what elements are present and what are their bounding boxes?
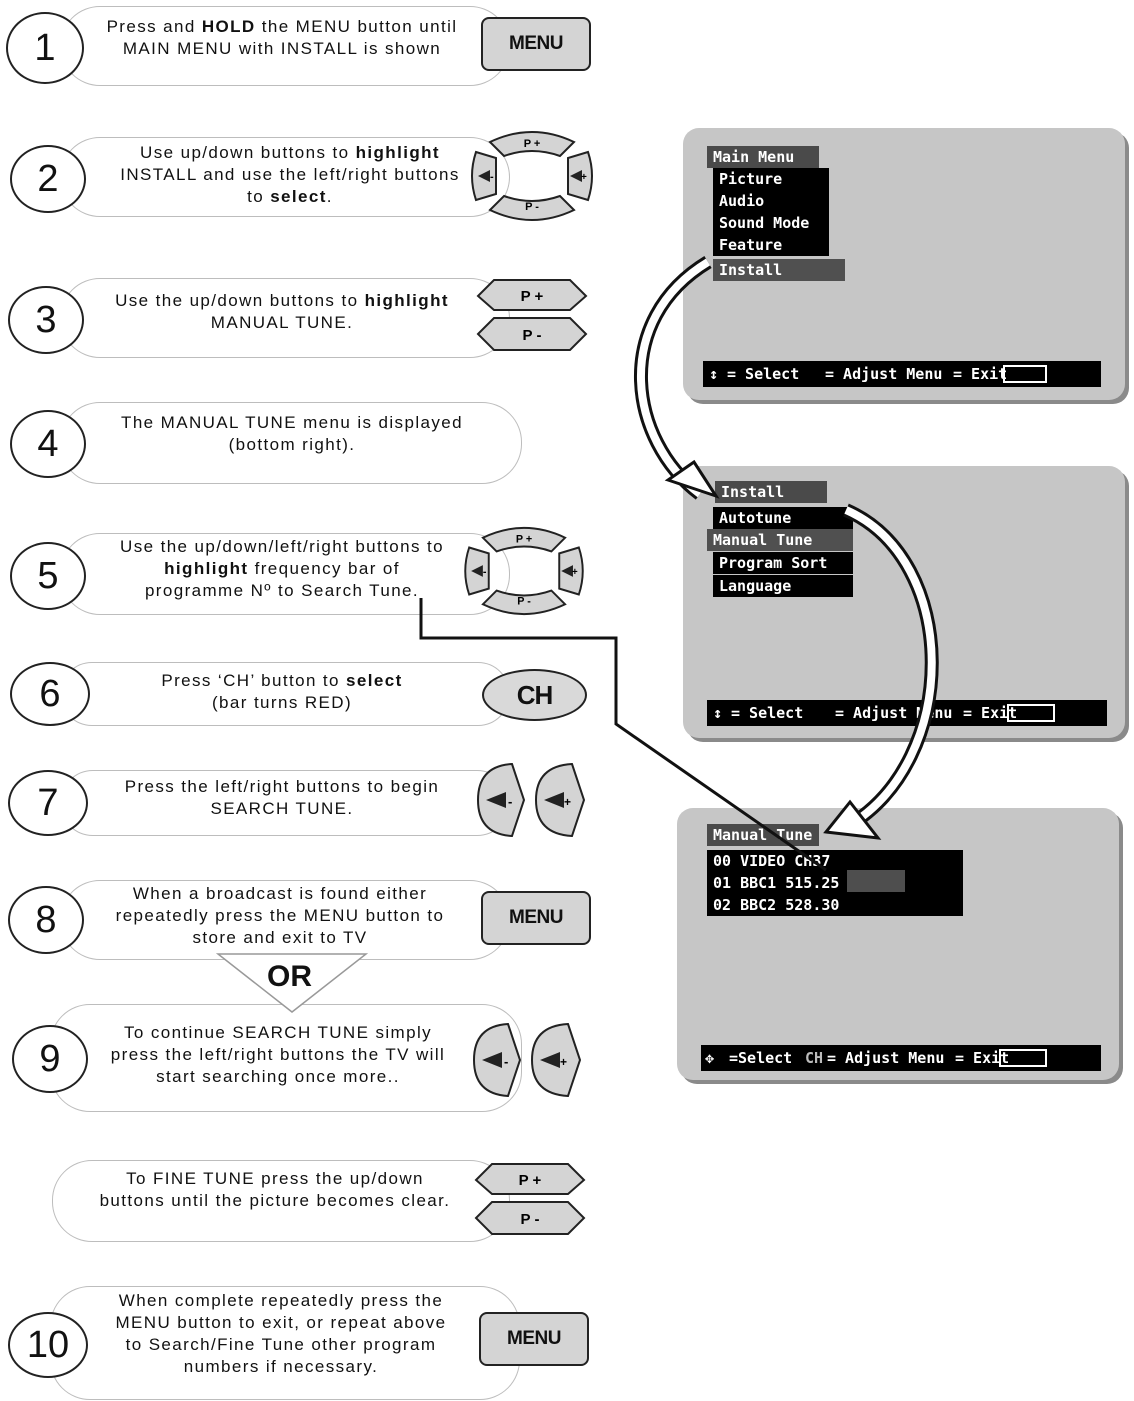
step-number: 6 — [10, 662, 90, 726]
program-up-down-buttons-icon[interactable]: P + P - — [474, 276, 590, 356]
adjust-hint: = Adjust Menu — [827, 1049, 945, 1067]
or-triangle-icon — [216, 953, 368, 1013]
exit-key-icon — [1003, 365, 1047, 383]
manual-tune-title: Manual Tune — [707, 824, 819, 846]
svg-text:-: - — [508, 794, 512, 809]
svg-text:P +: P + — [521, 288, 544, 305]
svg-text:+: + — [572, 567, 578, 578]
exit-hint: = Exit — [955, 1049, 1010, 1067]
menu-button[interactable]: MENU — [481, 891, 591, 945]
exit-hint: = Exit — [963, 704, 1018, 722]
step-fine-tune-panel — [52, 1160, 510, 1242]
exit-key-icon — [999, 1049, 1047, 1067]
four-way-arrow-icon: ✥ — [705, 1049, 715, 1067]
step-number: 7 — [8, 770, 88, 836]
manual-tune-row[interactable]: 02 BBC2 528.30 — [707, 894, 846, 916]
direction-pad-icon[interactable]: P + P - - + — [462, 524, 586, 618]
menu-button[interactable]: MENU — [481, 17, 591, 71]
step-4-panel — [60, 402, 522, 484]
left-right-buttons-icon[interactable]: - + — [470, 1020, 586, 1100]
step-2-panel — [60, 137, 510, 217]
install-menu-item-manual-tune[interactable]: Manual Tune — [707, 529, 853, 551]
or-label: OR — [267, 960, 312, 993]
step-number: 10 — [8, 1312, 88, 1378]
ch-button[interactable]: CH — [482, 669, 587, 721]
step-number: 3 — [8, 286, 84, 354]
step-instruction: The MANUAL TUNE menu is displayed(bottom… — [121, 413, 463, 454]
main-menu-item-audio[interactable]: Audio — [713, 190, 829, 212]
svg-text:P -: P - — [521, 1211, 540, 1228]
step-number: 1 — [6, 12, 84, 84]
p-plus-label: P + — [524, 138, 541, 150]
program-up-down-buttons-icon[interactable]: P + P - — [472, 1160, 588, 1240]
manual-tune-row[interactable]: 00 VIDEO CH37 — [707, 850, 837, 872]
ch-hint: CH — [805, 1049, 824, 1067]
direction-pad-icon[interactable]: P + P - - + — [470, 128, 594, 224]
select-hint: = Select — [731, 704, 804, 722]
left-right-buttons-icon[interactable]: - + — [474, 760, 590, 840]
step-number: 2 — [10, 145, 86, 213]
install-menu-item-autotune[interactable]: Autotune — [713, 507, 853, 529]
p-minus-label: P - — [525, 201, 539, 213]
svg-text:P +: P + — [519, 1172, 542, 1189]
svg-text:+: + — [560, 1055, 567, 1069]
step-10-panel — [50, 1286, 520, 1400]
main-menu-title: Main Menu — [707, 146, 819, 168]
manual-tune-screen: Manual Tune 00 VIDEO CH37 01 BBC1 515.25… — [677, 808, 1119, 1080]
up-down-arrow-icon: ↕ — [713, 704, 723, 722]
select-hint: = Select — [727, 365, 800, 383]
main-menu-screen: Main Menu Picture Audio Sound Mode Featu… — [683, 128, 1125, 400]
step-number: 8 — [8, 886, 84, 954]
main-menu-item-picture[interactable]: Picture — [713, 168, 829, 190]
install-menu-screen: Install Autotune Manual Tune Program Sor… — [683, 466, 1125, 738]
install-menu-item-program-sort[interactable]: Program Sort — [713, 552, 853, 574]
adjust-hint: = Adjust Menu — [835, 704, 953, 722]
step-instruction: Press ‘CH’ button to select(bar turns RE… — [161, 671, 403, 712]
main-menu-item-sound-mode[interactable]: Sound Mode — [713, 212, 829, 234]
install-menu-item-language[interactable]: Language — [713, 575, 853, 597]
step-number: 9 — [12, 1025, 88, 1093]
svg-text:P -: P - — [523, 327, 542, 344]
svg-text:-: - — [483, 566, 487, 578]
exit-key-icon — [1007, 704, 1055, 722]
up-down-arrow-icon: ↕ — [709, 365, 719, 383]
install-menu-status-bar: ↕ = Select = Adjust Menu = Exit — [707, 700, 1107, 726]
svg-text:-: - — [490, 171, 494, 183]
exit-hint: = Exit — [953, 365, 1008, 383]
manual-tune-status-bar: ✥ =Select CH = Adjust Menu = Exit — [701, 1045, 1101, 1071]
select-hint: =Select — [729, 1049, 793, 1067]
main-menu-item-feature[interactable]: Feature — [713, 234, 829, 256]
step-1-panel — [60, 6, 510, 86]
manual-tune-row[interactable]: 01 BBC1 515.25 — [707, 872, 846, 894]
step-number: 4 — [10, 410, 86, 478]
svg-text:-: - — [504, 1054, 508, 1069]
install-menu-title: Install — [715, 481, 827, 503]
menu-button[interactable]: MENU — [479, 1312, 589, 1366]
frequency-bar[interactable] — [847, 870, 905, 892]
step-8-panel — [60, 880, 510, 960]
svg-text:+: + — [564, 795, 571, 809]
step-9-panel — [50, 1004, 522, 1112]
main-menu-item-install[interactable]: Install — [713, 259, 845, 281]
main-menu-status-bar: ↕ = Select = Adjust Menu = Exit — [703, 361, 1101, 387]
svg-text:P -: P - — [517, 595, 531, 607]
adjust-hint: = Adjust Menu — [825, 365, 943, 383]
svg-text:+: + — [581, 172, 587, 183]
svg-text:P +: P + — [516, 534, 532, 546]
step-3-panel — [60, 278, 510, 358]
step-5-panel — [60, 533, 510, 615]
step-number: 5 — [10, 542, 86, 610]
